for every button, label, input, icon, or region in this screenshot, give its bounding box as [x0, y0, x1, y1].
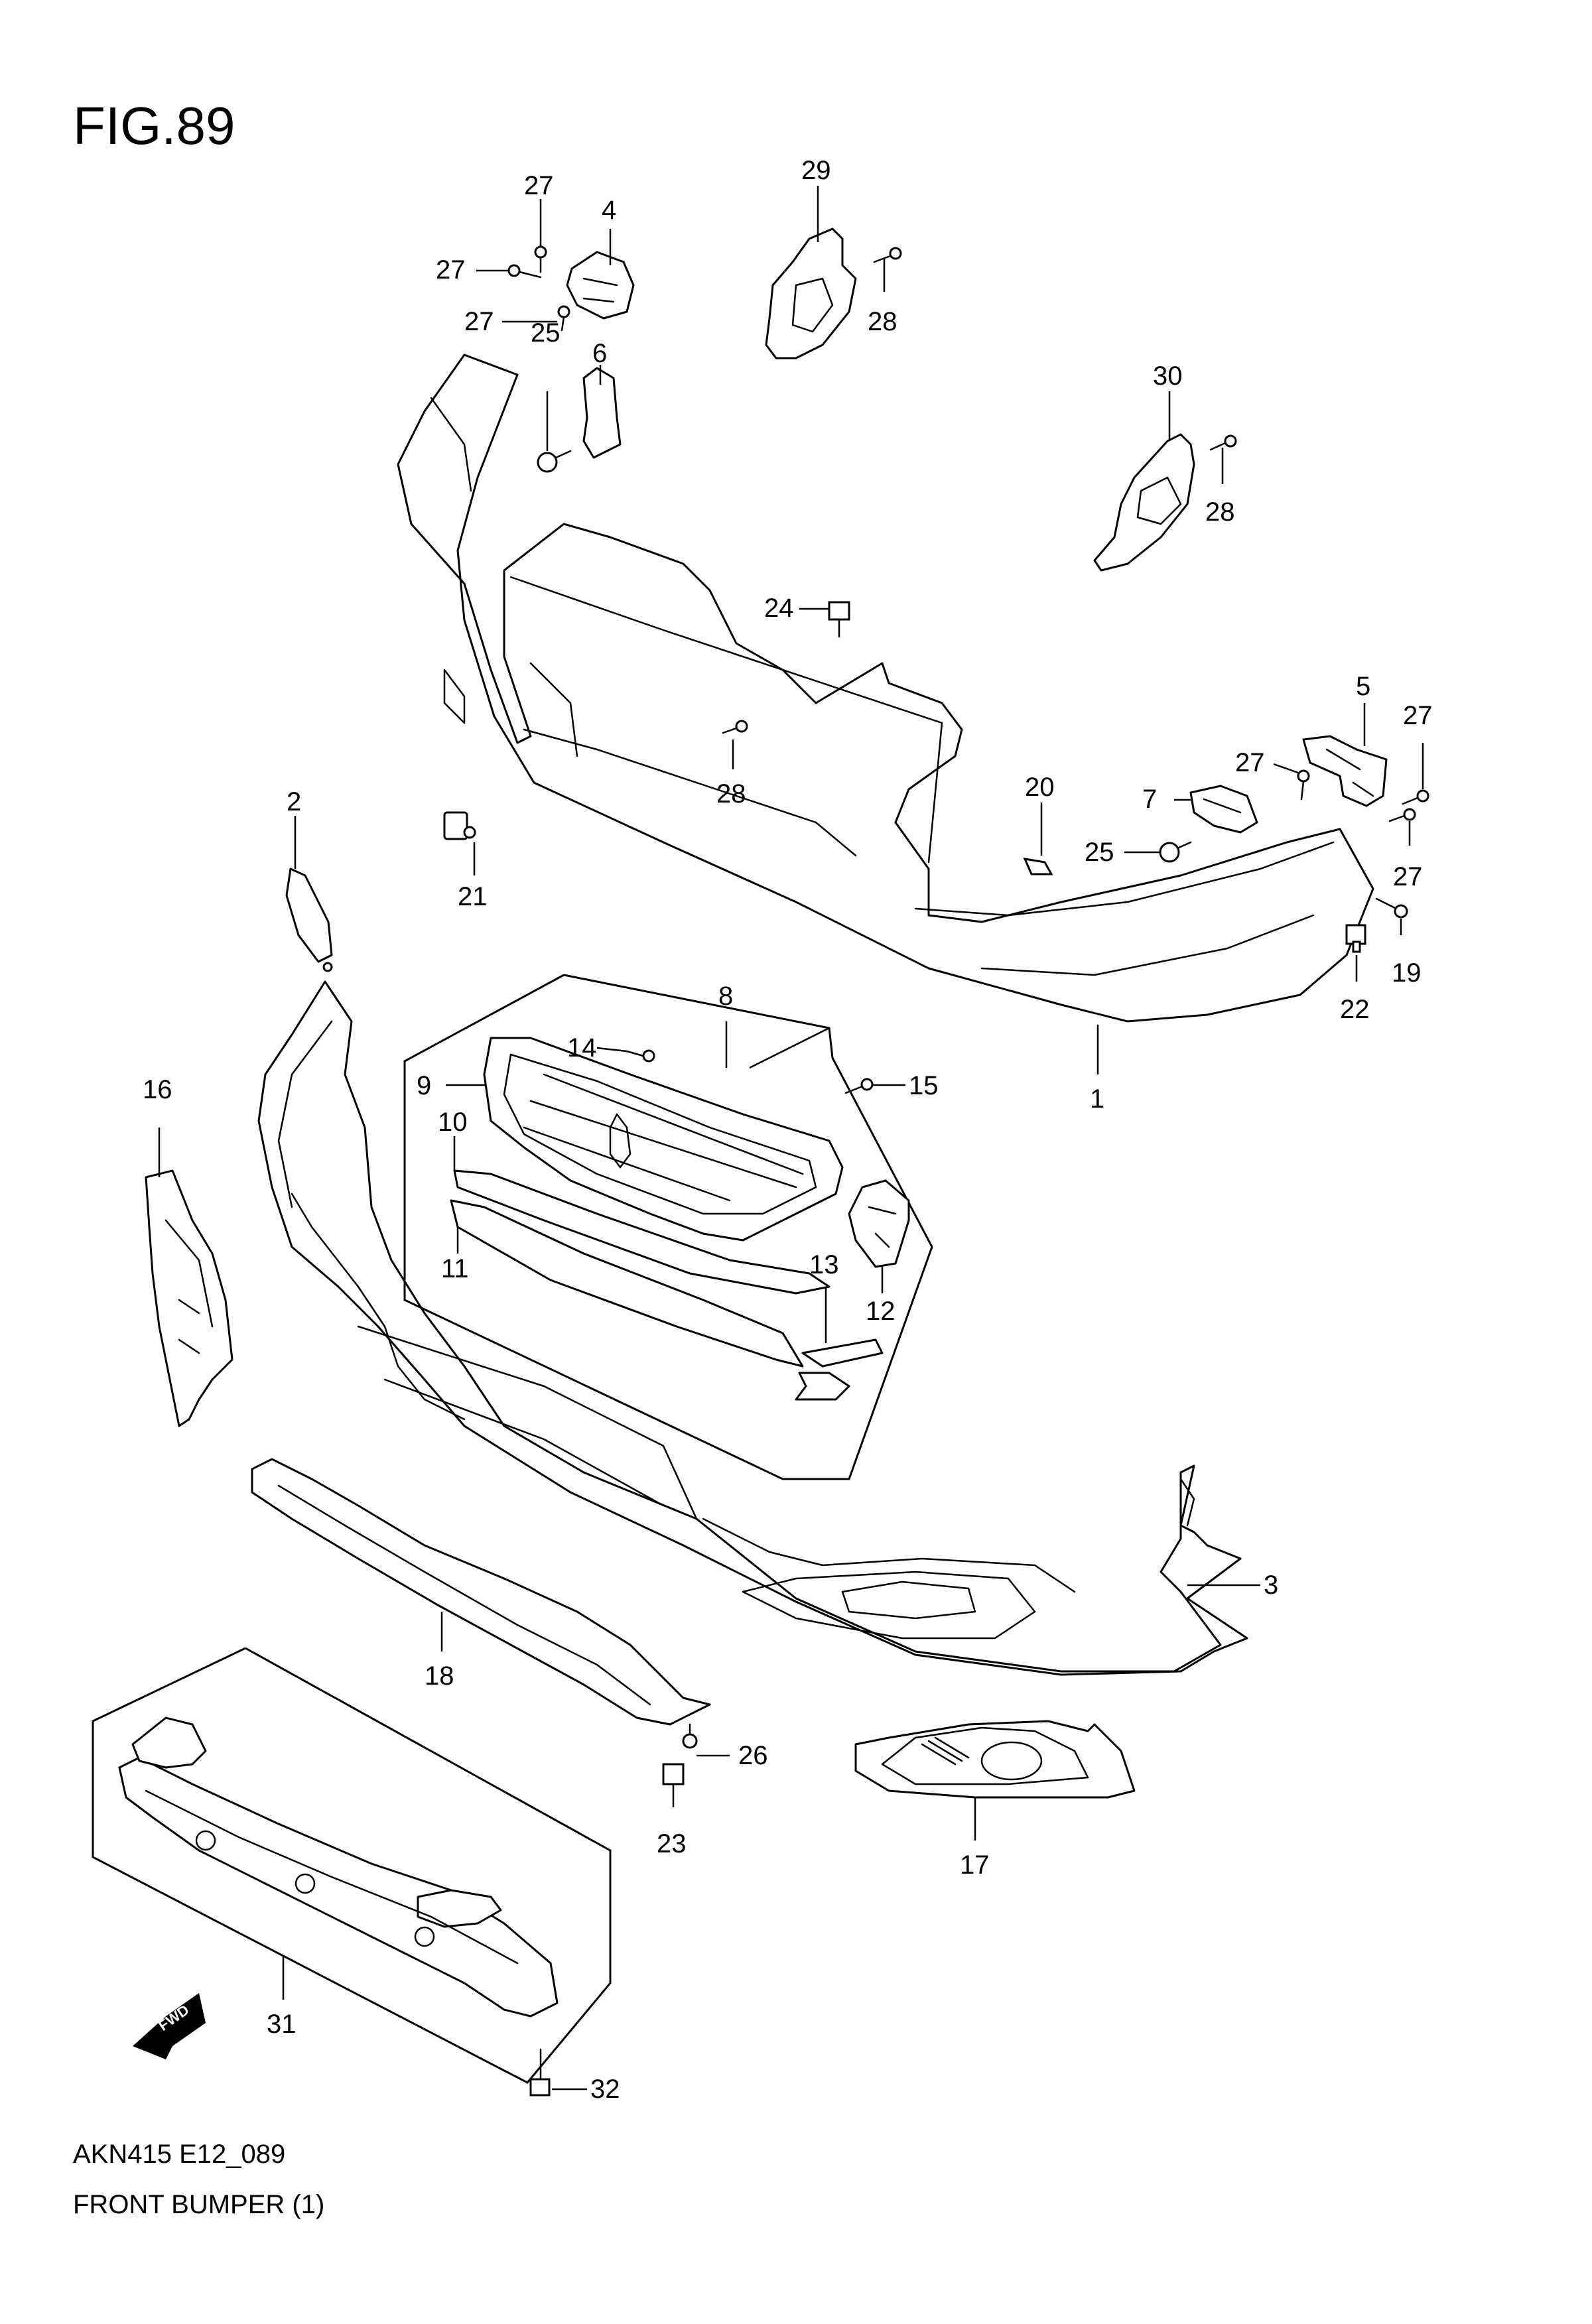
callout-19: 19	[1392, 958, 1422, 988]
part-10-grille-molding[interactable]	[453, 1169, 830, 1295]
diagram-code: AKN415 E12_089	[73, 2140, 286, 2169]
part-21-nut[interactable]	[443, 811, 476, 840]
figure-title: FIG.89	[73, 96, 235, 155]
callout-25b: 25	[1085, 838, 1114, 867]
callout-14: 14	[567, 1033, 597, 1063]
callout-1: 1	[1090, 1084, 1104, 1114]
part-17-fog-lamp-cover[interactable]	[854, 1720, 1136, 1799]
callout-28c: 28	[716, 779, 746, 808]
callout-15: 15	[909, 1071, 939, 1100]
callout-27c: 27	[464, 307, 494, 336]
callout-32: 32	[590, 2075, 620, 2104]
part-2-tow-hook-cover[interactable]	[285, 868, 333, 972]
part-23-clip[interactable]	[662, 1763, 685, 1795]
callout-25a: 25	[531, 318, 561, 348]
callout-18: 18	[425, 1661, 454, 1691]
part-27-screw-e[interactable]	[1402, 789, 1429, 805]
callout-17: 17	[960, 1850, 990, 1880]
callout-20: 20	[1025, 773, 1055, 802]
callout-11: 11	[441, 1254, 469, 1283]
fwd-direction-arrow: FWD	[133, 1993, 206, 2059]
callout-7: 7	[1142, 785, 1157, 814]
part-20-nut[interactable]	[1023, 858, 1053, 875]
part-27-screw-f[interactable]	[1388, 808, 1416, 822]
part-16-side-bracket[interactable]	[145, 1169, 233, 1427]
callout-16: 16	[143, 1075, 172, 1104]
callout-28a: 28	[868, 307, 897, 336]
callout-3: 3	[1264, 1571, 1278, 1600]
callout-21: 21	[458, 882, 488, 911]
callout-6: 6	[592, 339, 607, 368]
callout-10: 10	[438, 1108, 468, 1137]
callout-27e: 27	[1403, 701, 1433, 730]
part-25-bolt-lower[interactable]	[1159, 841, 1192, 863]
part-14-screw[interactable]	[626, 1049, 655, 1063]
callout-27b: 27	[436, 255, 466, 285]
bumper-beam-kit-frame	[92, 1647, 612, 2084]
part-1-upper-bumper-cover[interactable]	[397, 354, 1374, 1023]
callout-29: 29	[801, 156, 831, 185]
part-30-side-bracket[interactable]	[1093, 433, 1195, 572]
part-13-emblem[interactable]	[795, 1338, 884, 1401]
callout-30: 30	[1153, 361, 1183, 391]
callout-26: 26	[738, 1741, 768, 1770]
callout-9: 9	[417, 1071, 431, 1100]
part-7-bracket[interactable]	[1189, 785, 1258, 834]
callout-5: 5	[1356, 672, 1370, 701]
callout-22: 22	[1340, 995, 1370, 1024]
part-15-screw[interactable]	[844, 1078, 874, 1094]
part-19-screw[interactable]	[1375, 897, 1408, 919]
part-18-lower-reinforcement[interactable]	[251, 1458, 711, 1726]
part-22-clip[interactable]	[1345, 924, 1366, 953]
part-6-clip-bracket[interactable]	[582, 367, 622, 459]
part-27-screw-b[interactable]	[507, 264, 542, 279]
part-27-screw-d[interactable]	[1297, 769, 1310, 801]
part-28-screw-b[interactable]	[1209, 434, 1237, 451]
diagram-name: FRONT BUMPER (1)	[73, 2190, 325, 2219]
part-29-side-bracket[interactable]	[765, 227, 857, 359]
callout-23: 23	[657, 1829, 687, 1858]
part-28-screw-c[interactable]	[722, 720, 748, 734]
callout-4: 4	[602, 196, 616, 225]
callout-28b: 28	[1205, 497, 1235, 527]
callout-8: 8	[718, 982, 733, 1011]
part-5-bracket[interactable]	[1302, 735, 1388, 807]
part-9-grille[interactable]	[483, 1037, 844, 1242]
part-11-grille-molding-lower[interactable]	[450, 1199, 804, 1368]
part-24-bolt[interactable]	[828, 601, 850, 638]
callout-13: 13	[809, 1250, 839, 1279]
part-32-bolt[interactable]	[529, 2048, 551, 2097]
part-25-bolt-upper[interactable]	[537, 450, 572, 473]
part-4-bracket[interactable]	[566, 251, 635, 320]
part-31-bumper-beam[interactable]	[118, 1716, 559, 2018]
callout-12: 12	[866, 1297, 896, 1326]
part-3-front-bumper[interactable]	[257, 980, 1248, 1676]
callout-24: 24	[764, 594, 794, 623]
part-12-grille-bracket[interactable]	[848, 1179, 910, 1268]
callout-27a: 27	[524, 171, 554, 200]
part-27-screw-a[interactable]	[534, 245, 547, 273]
part-26-screw[interactable]	[682, 1723, 698, 1749]
callout-2: 2	[287, 787, 301, 816]
callout-27d: 27	[1235, 748, 1265, 777]
grille-kit-frame	[403, 974, 933, 1480]
callout-27f: 27	[1393, 862, 1423, 891]
callout-31: 31	[267, 2010, 297, 2039]
part-27-screw-c[interactable]	[557, 305, 570, 332]
part-28-screw-a[interactable]	[873, 247, 902, 263]
